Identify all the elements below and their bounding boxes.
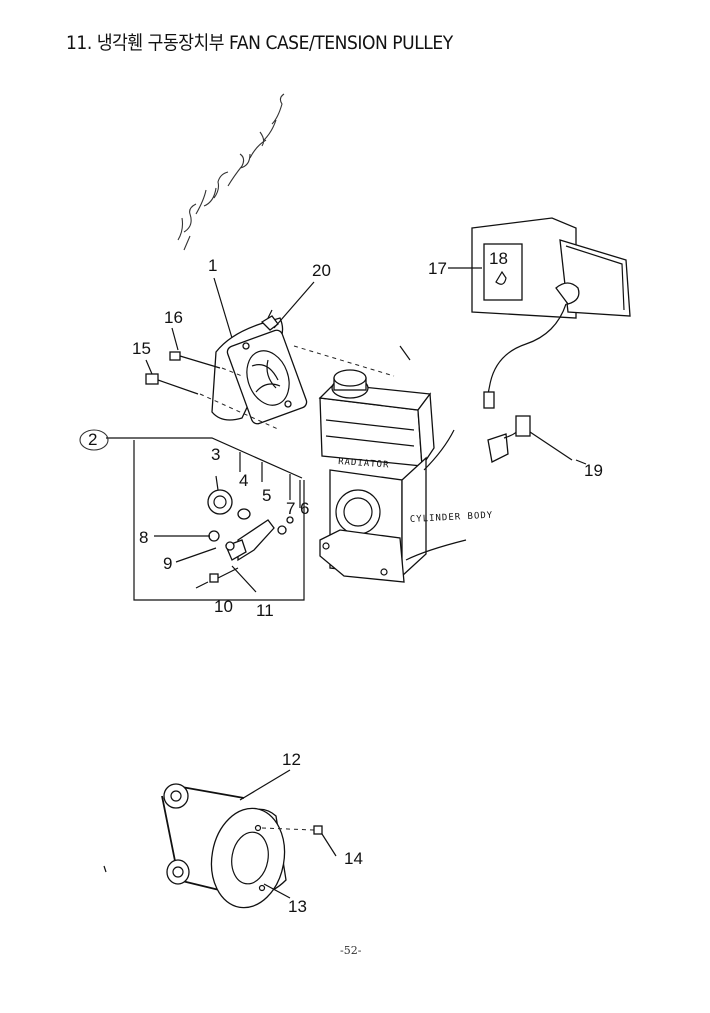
- callout-11: 11: [256, 601, 274, 620]
- callout-19: 19: [584, 461, 603, 480]
- callout-10: 10: [214, 597, 233, 616]
- connector-drawing: [487, 415, 573, 463]
- callout-18: 18: [489, 249, 508, 268]
- callout-9: 9: [163, 554, 172, 573]
- cylinder-body-label: CYLINDER BODY: [410, 511, 494, 525]
- fan-case-drawing: [211, 309, 308, 425]
- callout-13: 13: [288, 897, 307, 916]
- callout-2: 2: [88, 430, 97, 449]
- callout-5: 5: [262, 486, 271, 505]
- headlamp-drawing: [471, 217, 631, 409]
- callout-14: 14: [344, 849, 363, 868]
- callout-16: 16: [164, 308, 183, 327]
- callout-7: 7: [286, 499, 295, 518]
- callout-6: 6: [300, 499, 309, 518]
- handwritten-note: [177, 93, 285, 251]
- callout-15: 15: [132, 339, 151, 358]
- bolts-15-16: [145, 351, 281, 431]
- radiator-label: RADIATOR: [338, 457, 390, 471]
- cylinder-body-drawing: [319, 429, 467, 583]
- radiator-drawing: [293, 345, 435, 468]
- callout-3: 3: [211, 445, 220, 464]
- callout-12: 12: [282, 750, 301, 769]
- callout-17: 17: [428, 259, 447, 278]
- callout-8: 8: [139, 528, 148, 547]
- callout-20: 20: [312, 261, 331, 280]
- callout-1: 1: [208, 256, 217, 275]
- tension-pulley-assembly: [79, 429, 305, 601]
- callout-4: 4: [239, 471, 248, 490]
- page-title: 11. 냉각휀 구동장치부 FAN CASE/TENSION PULLEY: [66, 32, 453, 54]
- leader-lines: [145, 267, 587, 899]
- page-number: -52-: [340, 944, 362, 957]
- belt-pulley-drawing: [103, 783, 323, 909]
